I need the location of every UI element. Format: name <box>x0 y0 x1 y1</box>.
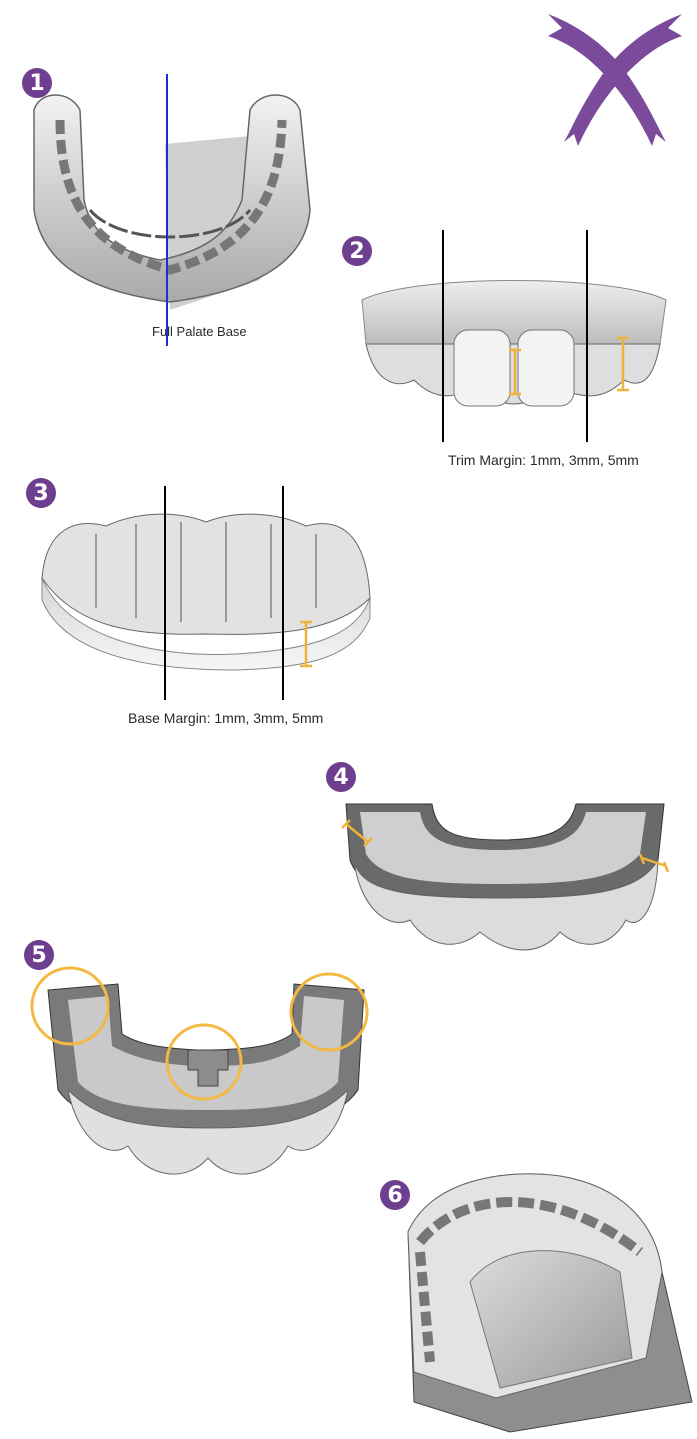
full-palate-arch-model <box>20 70 320 330</box>
shell-thickness-markers <box>338 818 678 880</box>
solid-arch-model <box>400 1162 695 1432</box>
brand-logo <box>540 8 690 146</box>
base-measure-marker <box>298 620 316 670</box>
step-4-badge: 4 <box>326 762 356 792</box>
base-guide-lines <box>163 486 293 702</box>
step-3-badge: 3 <box>26 478 56 508</box>
step-3-caption: Base Margin: 1mm, 3mm, 5mm <box>128 710 323 726</box>
midline-guide <box>165 74 169 346</box>
trim-measure-markers <box>505 336 635 396</box>
step-2-caption: Trim Margin: 1mm, 3mm, 5mm <box>448 452 639 468</box>
step-1-caption: Full Palate Base <box>152 324 247 339</box>
key-highlight-circles <box>30 964 375 1104</box>
